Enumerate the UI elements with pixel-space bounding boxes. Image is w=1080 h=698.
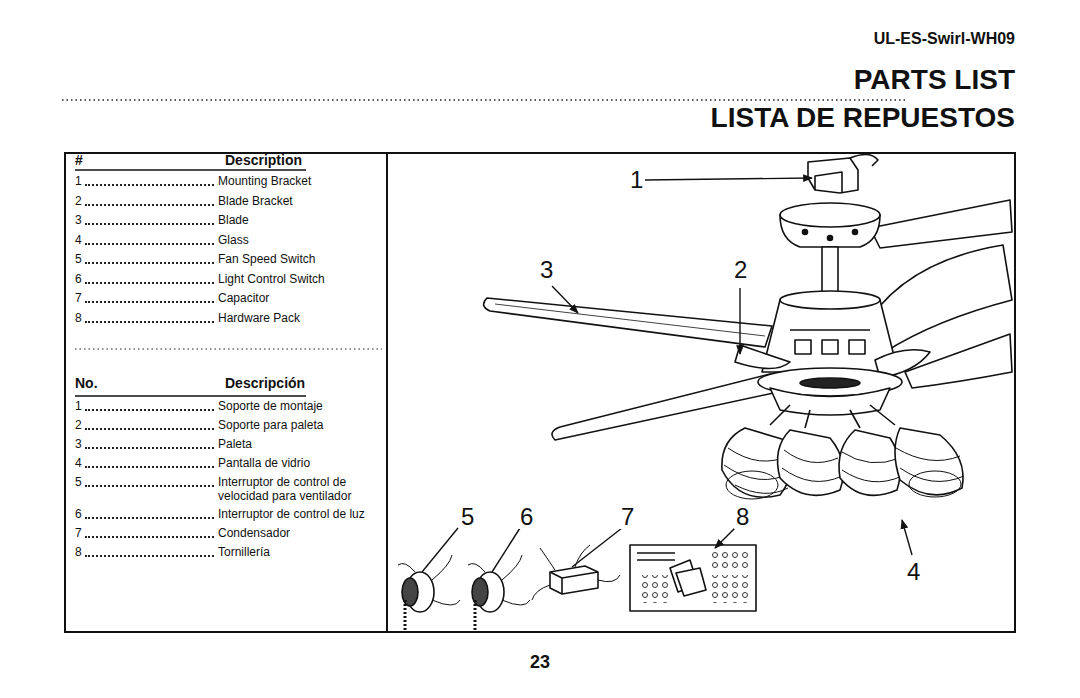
part-number: 7 xyxy=(75,527,82,541)
part-description: Condensador xyxy=(218,527,383,541)
column-heading: Descripción xyxy=(225,375,305,391)
part-number: 2 xyxy=(75,419,82,433)
dot-leader xyxy=(85,243,214,245)
callout-number: 7 xyxy=(619,505,636,529)
column-heading: No. xyxy=(75,375,98,391)
part-description: Blade xyxy=(218,214,383,228)
callout-number: 2 xyxy=(732,258,749,282)
dot-leader xyxy=(85,301,214,303)
part-number: 1 xyxy=(75,175,82,189)
column-heading: Description xyxy=(225,152,302,168)
part-number: 5 xyxy=(75,476,82,490)
part-number: 5 xyxy=(75,253,82,267)
part-description: Paleta xyxy=(218,438,383,452)
part-description: Soporte de montaje xyxy=(218,400,383,414)
part-description: Tornillería xyxy=(218,546,383,560)
callout-number: 5 xyxy=(459,505,476,529)
dot-leader xyxy=(85,428,214,430)
column-heading: # xyxy=(75,152,83,168)
part-number: 6 xyxy=(75,273,82,287)
callout-number: 8 xyxy=(734,505,751,529)
part-number: 6 xyxy=(75,508,82,522)
part-number: 2 xyxy=(75,195,82,209)
callout-number: 3 xyxy=(538,258,555,282)
dot-leader xyxy=(85,466,214,468)
dot-leader xyxy=(85,262,214,264)
part-description: Interruptor de control de velocidad para… xyxy=(218,476,383,504)
part-number: 4 xyxy=(75,234,82,248)
part-description: Capacitor xyxy=(218,292,383,306)
page-title: PARTS LIST xyxy=(854,64,1015,96)
dot-leader xyxy=(85,536,214,538)
part-number: 8 xyxy=(75,312,82,326)
part-description: Hardware Pack xyxy=(218,312,383,326)
part-number: 7 xyxy=(75,292,82,306)
dot-leader xyxy=(85,517,214,519)
callout-number: 6 xyxy=(518,505,535,529)
dot-leader xyxy=(85,184,214,186)
dot-leader xyxy=(85,409,214,411)
dot-leader xyxy=(85,485,214,487)
part-description: Blade Bracket xyxy=(218,195,383,209)
callout-number: 4 xyxy=(905,560,922,584)
callout-number: 1 xyxy=(628,168,645,192)
part-description: Pantalla de vidrio xyxy=(218,457,383,471)
page-subtitle: LISTA DE REPUESTOS xyxy=(711,102,1015,134)
part-number: 3 xyxy=(75,214,82,228)
dot-leader xyxy=(85,555,214,557)
part-description: Glass xyxy=(218,234,383,248)
dot-leader xyxy=(85,204,214,206)
page-number: 23 xyxy=(530,652,550,673)
part-number: 1 xyxy=(75,400,82,414)
part-number: 4 xyxy=(75,457,82,471)
dot-leader xyxy=(85,447,214,449)
part-description: Fan Speed Switch xyxy=(218,253,383,267)
dot-leader xyxy=(85,223,214,225)
part-description: Light Control Switch xyxy=(218,273,383,287)
part-description: Interruptor de control de luz xyxy=(218,508,383,522)
dot-leader xyxy=(85,321,214,323)
part-description: Soporte para paleta xyxy=(218,419,383,433)
part-number: 8 xyxy=(75,546,82,560)
part-description: Mounting Bracket xyxy=(218,175,383,189)
part-number: 3 xyxy=(75,438,82,452)
model-number: UL-ES-Swirl-WH09 xyxy=(874,30,1015,48)
dot-leader xyxy=(85,282,214,284)
